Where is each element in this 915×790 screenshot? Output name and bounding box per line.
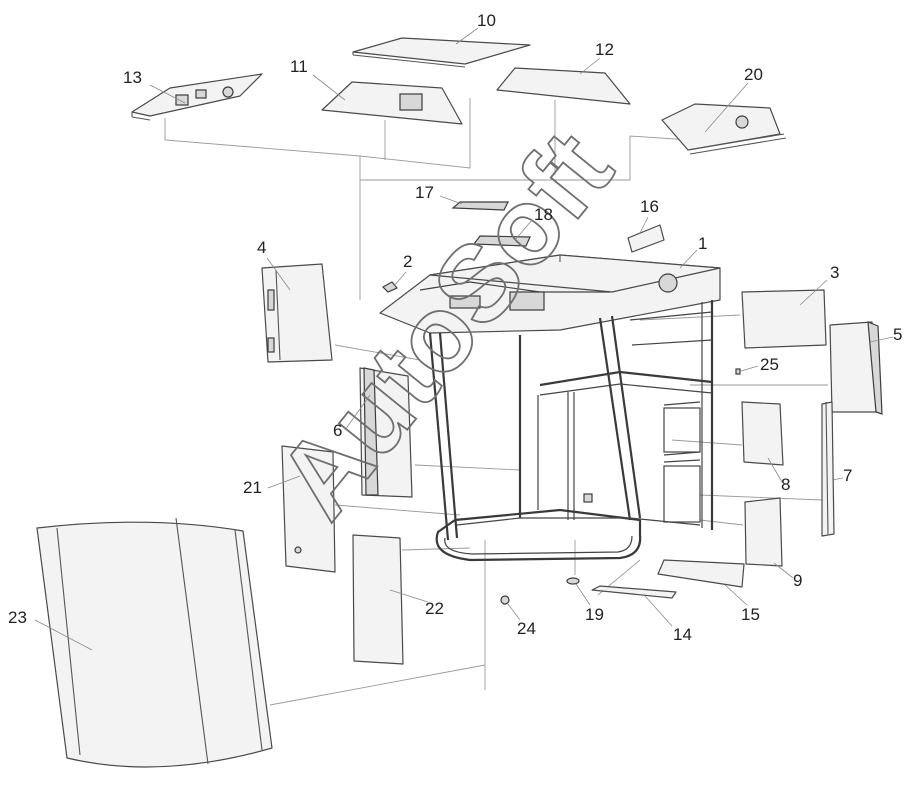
part-14-floor-trim (591, 585, 677, 599)
part-23-front-panel (36, 517, 273, 768)
part-25-clip (735, 368, 741, 375)
callout-19: 19 (585, 605, 604, 624)
callout-21: 21 (243, 478, 262, 497)
callout-11: 11 (290, 57, 308, 76)
part-5-side-trim (829, 321, 883, 415)
part-4-side-panel (261, 263, 333, 363)
callout-6: 6 (333, 421, 342, 440)
callout-16: 16 (640, 197, 659, 216)
part-10-roof-panel (352, 37, 531, 68)
callout-20: 20 (744, 65, 763, 84)
part-24-bolt (500, 595, 510, 605)
callout-14: 14 (673, 625, 692, 644)
part-6-side-panel (359, 367, 413, 498)
callout-3: 3 (830, 263, 839, 282)
part-8-rear-panel (741, 401, 784, 466)
part-15-floor-panel (657, 559, 745, 588)
part-2-clip (382, 281, 398, 293)
callout-8: 8 (781, 475, 790, 494)
part-11-roof-panel (321, 81, 463, 125)
callout-10: 10 (477, 11, 496, 30)
callout-17: 17 (415, 183, 434, 202)
part-1-cab-frame (379, 254, 721, 562)
part-20-roof-bracket (661, 103, 787, 155)
callout-25: 25 (760, 355, 779, 374)
part-19-nut (566, 577, 580, 585)
callout-15: 15 (741, 605, 760, 624)
part-3-rear-panel (741, 289, 827, 349)
part-7-trim-strip (821, 401, 835, 537)
callout-9: 9 (793, 571, 802, 590)
part-9-rear-panel (744, 497, 783, 567)
leader-lines (34, 27, 894, 651)
part-17-light-housing (451, 201, 509, 211)
part-12-roof-panel (496, 67, 631, 105)
part-13-roof-bracket (131, 73, 263, 121)
callout-2: 2 (403, 252, 412, 271)
callout-22: 22 (425, 599, 444, 618)
callout-7: 7 (843, 466, 852, 485)
callout-24: 24 (517, 619, 536, 638)
part-16-antenna-bracket (627, 224, 665, 253)
callout-4: 4 (257, 238, 266, 257)
callout-5: 5 (893, 325, 902, 344)
callout-13: 13 (123, 68, 142, 87)
callout-23: 23 (8, 608, 27, 627)
part-22-side-panel (352, 534, 404, 665)
callout-18: 18 (534, 205, 553, 224)
callout-labels: 10 11 12 13 20 17 18 16 1 2 4 3 5 25 6 7… (8, 11, 902, 644)
callout-1: 1 (698, 234, 707, 253)
assembly-guide-lines (164, 98, 828, 706)
callout-12: 12 (595, 40, 614, 59)
